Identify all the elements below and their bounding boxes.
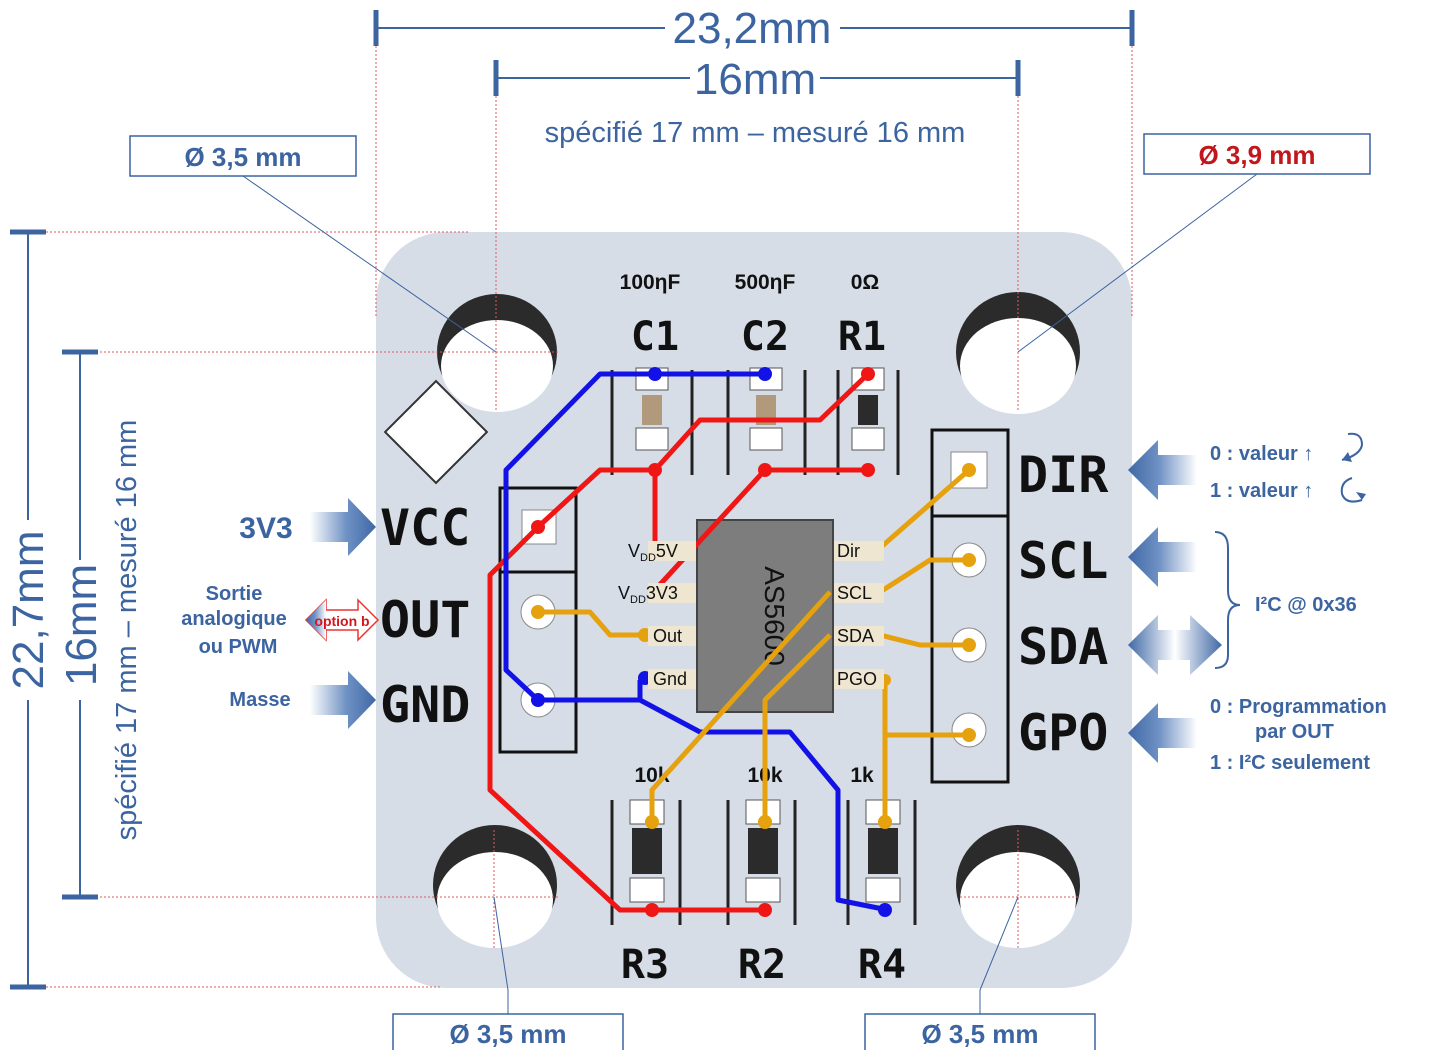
dimension-height-outer: 22,7mm <box>4 229 53 990</box>
hole-callout-top-left: Ø 3,5 mm <box>129 135 497 353</box>
label-i2c: I²C @ 0x36 <box>1255 594 1357 616</box>
arrow-out-option: option b <box>304 598 380 642</box>
arrow-dir-in <box>1128 440 1197 500</box>
width-inner-label: 16mm <box>694 55 816 104</box>
pin-vdd5v: VDD5V <box>628 541 678 564</box>
pin-label-scl: SCL <box>1018 532 1108 590</box>
as5600-chip: AS5600 <box>696 519 834 713</box>
r1-name: R1 <box>838 314 886 360</box>
label-gpo-0b: par OUT <box>1255 721 1334 743</box>
pin-label-gnd: GND <box>380 676 470 734</box>
rotation-ccw-icon <box>1340 477 1363 503</box>
pin-out: Out <box>653 626 682 646</box>
guide-lines <box>30 30 1133 988</box>
pin-vdd3v3: VDD3V3 <box>618 583 678 606</box>
r4-value: 1k <box>850 764 874 787</box>
dimension-width-inner: 16mm spécifié 17 mm – mesuré 16 mm <box>493 55 1021 149</box>
pin-gnd: Gnd <box>653 669 687 689</box>
mounting-hole-bottom-left <box>433 825 557 948</box>
height-outer-label: 22,7mm <box>4 531 53 690</box>
wire-blue <box>503 371 889 913</box>
arrow-gnd-in <box>310 671 376 729</box>
height-inner-label: 16mm <box>57 564 106 686</box>
rotation-cw-icon <box>1341 432 1364 461</box>
hole-top-left-label: Ø 3,5 mm <box>184 142 301 172</box>
r1-value: 0Ω <box>851 271 880 294</box>
r4-name: R4 <box>858 942 906 988</box>
c1-value: 100ηF <box>620 271 681 294</box>
label-masse: Masse <box>229 689 290 711</box>
label-analogique: analogique <box>181 608 287 630</box>
hole-top-right-label: Ø 3,9 mm <box>1198 140 1315 170</box>
hole-bottom-left-label: Ø 3,5 mm <box>449 1019 566 1049</box>
chip-pins-right: Dir SCL SDA PGO <box>834 541 884 689</box>
wire-orange <box>538 468 971 822</box>
option-b-label: option b <box>314 613 369 629</box>
pin-pgo: PGO <box>837 669 877 689</box>
arrow-scl-in <box>1128 527 1197 587</box>
pin-sda: SDA <box>837 626 874 646</box>
label-pwm: ou PWM <box>199 636 278 658</box>
r3-name: R3 <box>621 942 669 988</box>
c2-value: 500ηF <box>735 271 796 294</box>
pin-label-gpo: GPO <box>1018 704 1108 762</box>
arrow-gpo-in <box>1128 703 1197 763</box>
dimension-width-outer: 23,2mm <box>373 4 1135 53</box>
chip-name: AS5600 <box>759 566 790 666</box>
arrow-vcc-in <box>310 498 376 556</box>
hole-callout-bottom-left: Ø 3,5 mm <box>392 896 624 1050</box>
pin-scl: SCL <box>837 583 872 603</box>
pin-label-dir: DIR <box>1018 446 1109 504</box>
smd-footprints-bottom <box>610 799 917 925</box>
label-3v3: 3V3 <box>239 512 292 545</box>
label-gpo-1: 1 : I²C seulement <box>1210 752 1370 774</box>
hole-callout-top-right: Ø 3,9 mm <box>1017 133 1371 353</box>
width-note: spécifié 17 mm – mesuré 16 mm <box>545 117 966 149</box>
r2-name: R2 <box>738 942 786 988</box>
label-dir-0: 0 : valeur ↑ <box>1210 443 1313 465</box>
pin-label-sda: SDA <box>1018 618 1108 676</box>
width-outer-label: 23,2mm <box>673 4 832 53</box>
c2-name: C2 <box>741 314 789 360</box>
hole-bottom-right-label: Ø 3,5 mm <box>921 1019 1038 1049</box>
i2c-brace <box>1214 531 1241 669</box>
arrow-sda-bidir <box>1128 615 1222 675</box>
label-gpo-0a: 0 : Programmation <box>1210 696 1387 718</box>
mounting-hole-top-left <box>437 294 557 412</box>
pin-label-vcc: VCC <box>380 499 470 557</box>
height-note: spécifié 17 mm – mesuré 16 mm <box>111 420 143 841</box>
pin-dir: Dir <box>837 541 860 561</box>
c1-name: C1 <box>631 314 679 360</box>
label-dir-1: 1 : valeur ↑ <box>1210 480 1313 502</box>
orientation-diamond <box>383 379 489 485</box>
label-sortie: Sortie <box>206 583 263 605</box>
pin-label-out: OUT <box>380 591 470 649</box>
hole-callout-bottom-right: Ø 3,5 mm <box>864 896 1096 1050</box>
dimension-height-inner: 16mm spécifié 17 mm – mesuré 16 mm <box>57 349 143 900</box>
chip-pins-left: VDD5V VDD3V3 Out Gnd <box>618 541 696 689</box>
